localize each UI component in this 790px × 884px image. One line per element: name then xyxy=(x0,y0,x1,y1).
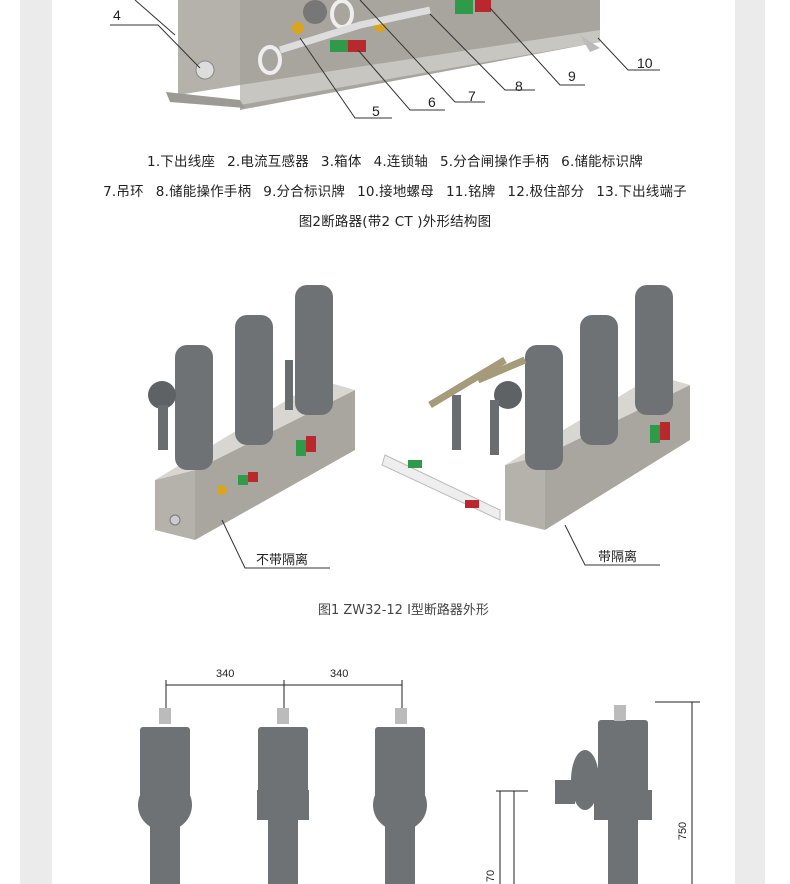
legend-item: 4.连锁轴 xyxy=(373,154,428,170)
legend-item: 13.下出线端子 xyxy=(596,184,687,200)
legend-item: 12.极住部分 xyxy=(507,184,585,200)
dimension-spacing-right: 340 xyxy=(330,668,349,680)
figure2-breaker-box xyxy=(110,0,660,119)
legend-line-1: 1.下出线座 2.电流互感器 3.箱体 4.连锁轴 5.分合闸操作手柄 6.储能标识牌 xyxy=(52,150,738,170)
callout-6: 6 xyxy=(428,94,436,110)
figure1-caption: 图1 ZW32-12 Ⅰ型断路器外形 xyxy=(318,603,489,618)
legend-item: 3.箱体 xyxy=(320,154,362,170)
callout-10: 10 xyxy=(637,55,653,71)
figure2-caption: 图2断路器(带2 CT )外形结构图 xyxy=(298,214,492,230)
label-with-isolation: 带隔离 xyxy=(598,550,638,565)
dimension-spacing-left: 340 xyxy=(216,668,235,680)
legend-item: 6.储能标识牌 xyxy=(561,154,643,170)
label-without-isolation: 不带隔离 xyxy=(256,553,309,568)
left-gutter xyxy=(20,0,52,884)
dimension-partial-height: 70 xyxy=(485,869,498,883)
dimension-height: 750 xyxy=(677,821,690,841)
right-gutter xyxy=(735,0,765,884)
callout-5: 5 xyxy=(372,103,380,119)
dimension-drawing xyxy=(138,680,700,884)
callout-7: 7 xyxy=(468,88,476,104)
legend-item: 8.储能操作手柄 xyxy=(155,184,252,200)
legend-item: 1.下出线座 xyxy=(147,154,216,170)
legend-item: 11.铭牌 xyxy=(445,184,496,200)
callout-9: 9 xyxy=(568,68,576,84)
legend-item: 9.分合标识牌 xyxy=(263,184,346,200)
legend-line-2: 7.吊环 8.储能操作手柄 9.分合标识牌 10.接地螺母 11.铭牌 12.极住部分 13… xyxy=(52,180,738,200)
callout-4: 4 xyxy=(113,7,121,23)
legend-item: 10.接地螺母 xyxy=(357,184,434,200)
figure1-left-breaker xyxy=(148,285,355,569)
legend-item: 5.分合闸操作手柄 xyxy=(439,154,550,170)
figure1-right-breaker xyxy=(381,285,690,566)
callout-8: 8 xyxy=(515,78,523,94)
legend-item: 2.电流互感器 xyxy=(227,154,309,170)
legend-item: 7.吊环 xyxy=(103,184,144,200)
